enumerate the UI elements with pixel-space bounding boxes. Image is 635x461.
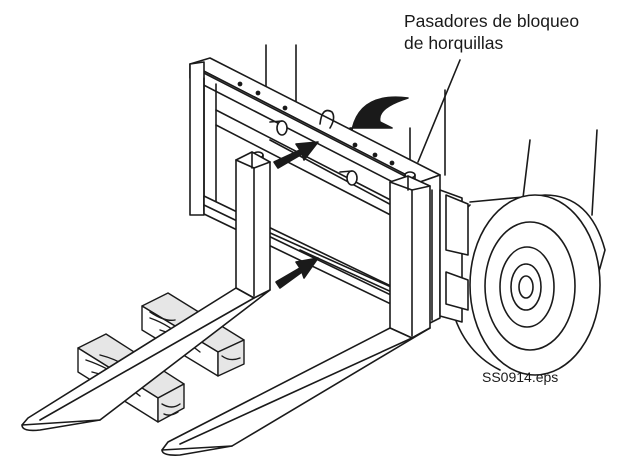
callout-line-1: Pasadores de bloqueo (404, 11, 580, 31)
file-reference-label: SS0914.eps (482, 369, 559, 385)
push-arrow-icon (273, 141, 319, 289)
tire-icon (446, 129, 606, 376)
rotation-arrow-icon (349, 96, 409, 131)
callout-leader-line (417, 59, 461, 163)
fork-left (21, 151, 271, 432)
callout-line-2: de horquillas (404, 33, 504, 53)
fork-right (161, 175, 431, 456)
lock-pin-callout: Pasadores de bloqueo de horquillas (404, 10, 579, 54)
